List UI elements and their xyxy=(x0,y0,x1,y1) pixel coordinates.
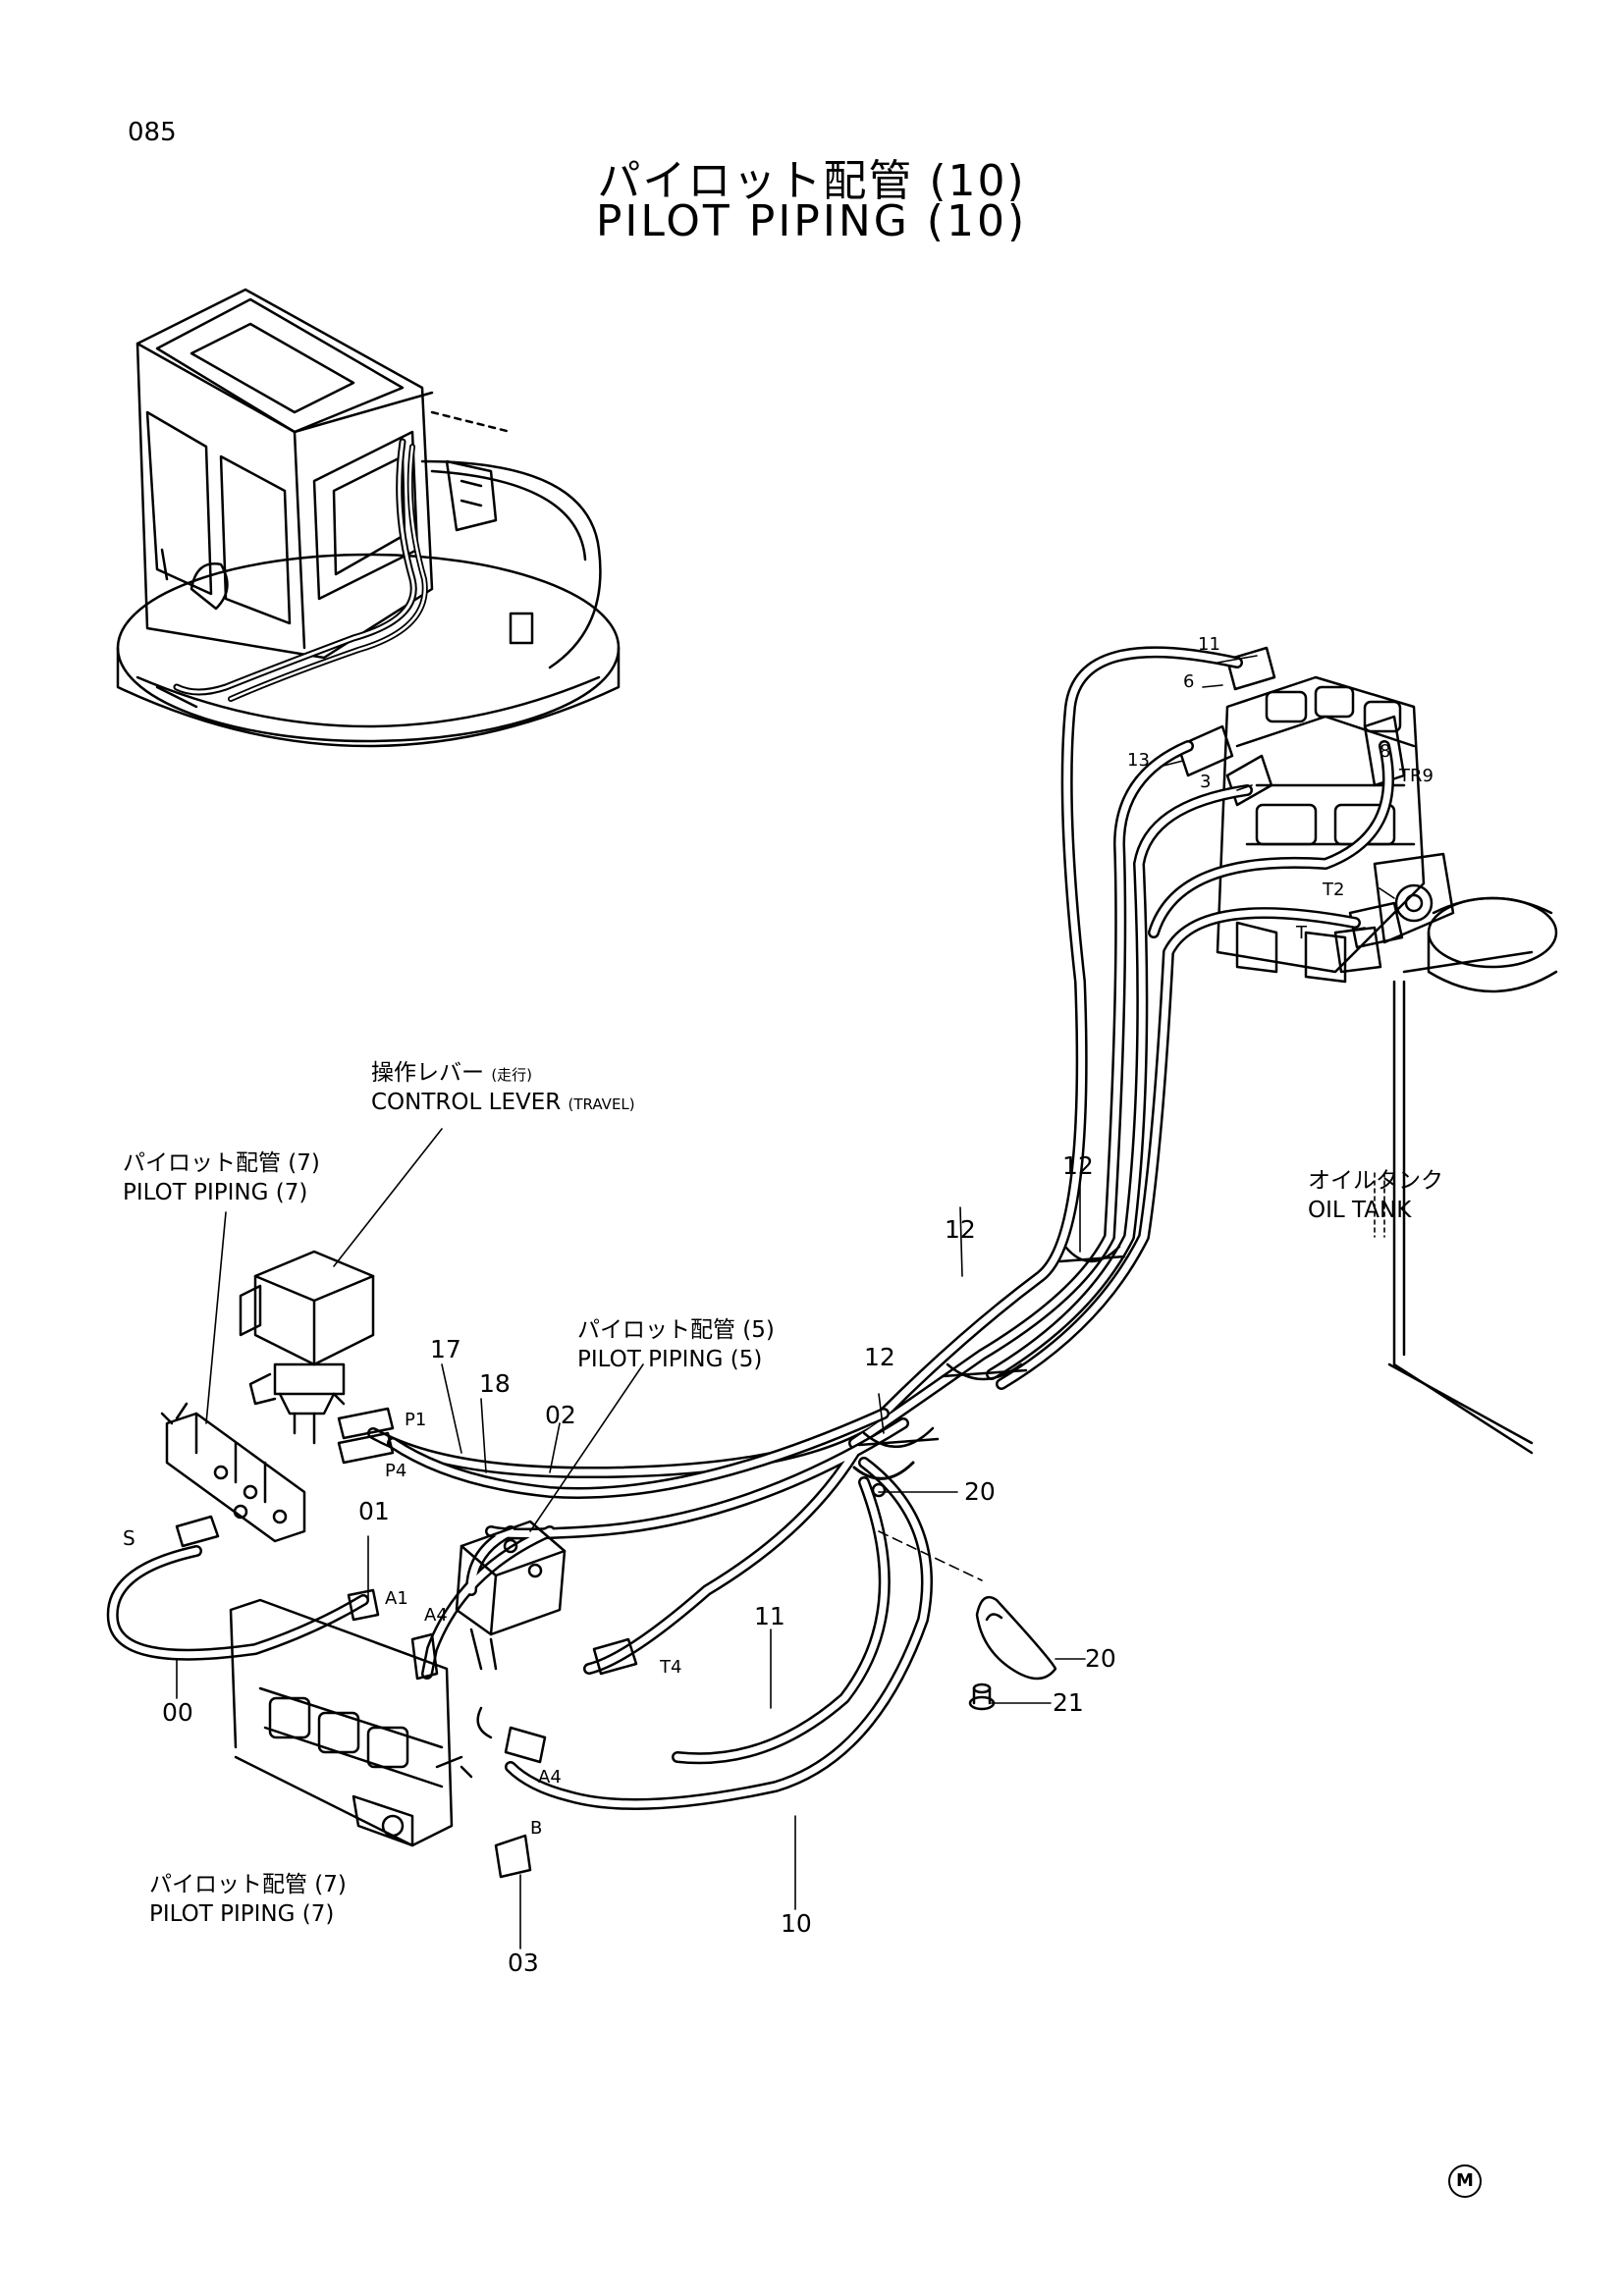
callout-21: 21 xyxy=(1053,1688,1084,1717)
page-number: 085 xyxy=(128,118,177,147)
callout-11-top: 11 xyxy=(1198,634,1220,655)
callout-t4: T4 xyxy=(660,1657,682,1678)
label-pilot-piping-5-jp: パイロット配管 (5) xyxy=(577,1317,775,1343)
shuttle-valve xyxy=(455,1520,567,1671)
leader-lines xyxy=(176,655,1395,1949)
label-pilot-piping-7-bottom-jp: パイロット配管 (7) xyxy=(149,1872,347,1897)
callout-tr9: TR9 xyxy=(1399,766,1434,786)
callout-20-b: 20 xyxy=(1085,1644,1116,1673)
travel-control-lever xyxy=(239,1250,375,1445)
callout-12-c: 12 xyxy=(864,1343,895,1371)
callout-20-a: 20 xyxy=(964,1477,996,1506)
loose-clamp-and-bolt xyxy=(968,1595,1057,1711)
callout-3: 3 xyxy=(1200,772,1212,792)
callout-10: 10 xyxy=(781,1909,812,1938)
label-oil-tank-jp: オイルタンク xyxy=(1308,1168,1443,1194)
callout-8: 8 xyxy=(1380,741,1391,762)
excavator-cab-overview xyxy=(116,288,621,748)
callout-13: 13 xyxy=(1127,750,1150,771)
label-pilot-piping-7-bottom-en: PILOT PIPING (7) xyxy=(149,1901,335,1927)
callout-p4: P4 xyxy=(385,1461,407,1481)
control-valve-assembly xyxy=(1176,646,1455,984)
callout-02: 02 xyxy=(545,1401,576,1429)
callout-18: 18 xyxy=(479,1369,511,1398)
callout-00: 00 xyxy=(162,1698,193,1727)
page-title-en: PILOT PIPING (10) xyxy=(595,196,1028,246)
label-pilot-piping-7-top-jp: パイロット配管 (7) xyxy=(123,1150,320,1176)
callout-11: 11 xyxy=(754,1602,785,1630)
callout-6: 6 xyxy=(1183,671,1195,692)
callout-t2: T2 xyxy=(1323,880,1345,900)
callout-t: T xyxy=(1296,923,1307,943)
manufacturer-mark: M xyxy=(1448,2164,1482,2198)
label-pilot-piping-7-top-en: PILOT PIPING (7) xyxy=(123,1180,308,1205)
callout-a1: A1 xyxy=(385,1588,408,1609)
callout-12-b: 12 xyxy=(945,1215,976,1244)
callout-12-a: 12 xyxy=(1062,1151,1094,1180)
callout-s: S xyxy=(123,1526,135,1550)
oil-tank xyxy=(1387,896,1558,1455)
label-control-lever-en: CONTROL LEVER (TRAVEL) xyxy=(371,1090,635,1115)
callout-03: 03 xyxy=(508,1949,539,1977)
page-title-jp: パイロット配管 (10) xyxy=(597,156,1026,206)
pilot-valve-block-top xyxy=(160,1402,306,1543)
callout-17: 17 xyxy=(430,1335,461,1363)
callout-01: 01 xyxy=(358,1497,390,1525)
callout-a4-bottom: A4 xyxy=(538,1767,562,1788)
hose-bundle xyxy=(106,646,1394,1810)
label-control-lever-jp: 操作レバー (走行) xyxy=(371,1060,533,1086)
label-oil-tank-en: OIL TANK xyxy=(1308,1198,1412,1223)
pilot-valve-block-bottom xyxy=(229,1598,473,1847)
label-pilot-piping-5-en: PILOT PIPING (5) xyxy=(577,1347,763,1372)
callout-p1: P1 xyxy=(405,1410,427,1430)
callout-b: B xyxy=(530,1818,543,1839)
callout-a4-top: A4 xyxy=(424,1605,448,1626)
hose-fittings xyxy=(175,1407,638,1879)
